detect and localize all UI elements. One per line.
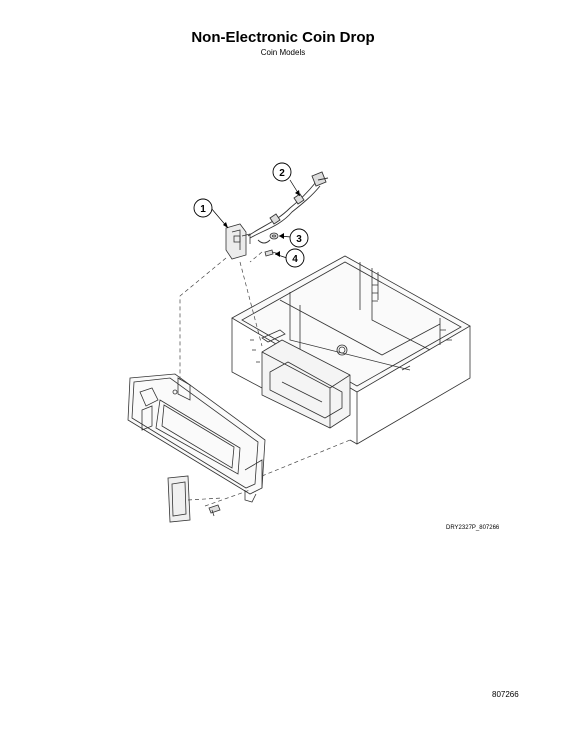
coin-cover-plate: [167, 475, 191, 523]
coin-drop-bracket: [225, 223, 251, 260]
bottom-screw: [208, 504, 221, 517]
callout-4: 4: [285, 248, 305, 268]
page-title: Non-Electronic Coin Drop: [191, 29, 375, 46]
callout-2: 2: [272, 162, 292, 182]
drawing-id: DRY2327P_807266: [446, 525, 500, 531]
cabinet-frame: [231, 255, 471, 445]
callout-4-number: 4: [292, 254, 298, 265]
callout-3-number: 3: [296, 234, 302, 245]
callout-3: 3: [289, 228, 309, 248]
page-subtitle: Coin Models: [260, 48, 306, 57]
callout-2-number: 2: [279, 168, 285, 179]
washer-part: [269, 232, 279, 240]
page-number: 807266: [492, 690, 519, 699]
front-panel: [127, 373, 266, 503]
callout-leaders: [210, 179, 301, 259]
callout-1-number: 1: [200, 204, 206, 215]
callout-1: 1: [193, 198, 213, 218]
callout-arrows: [223, 190, 300, 257]
wire-harness: [247, 171, 329, 244]
assembly-lines: [179, 251, 351, 507]
